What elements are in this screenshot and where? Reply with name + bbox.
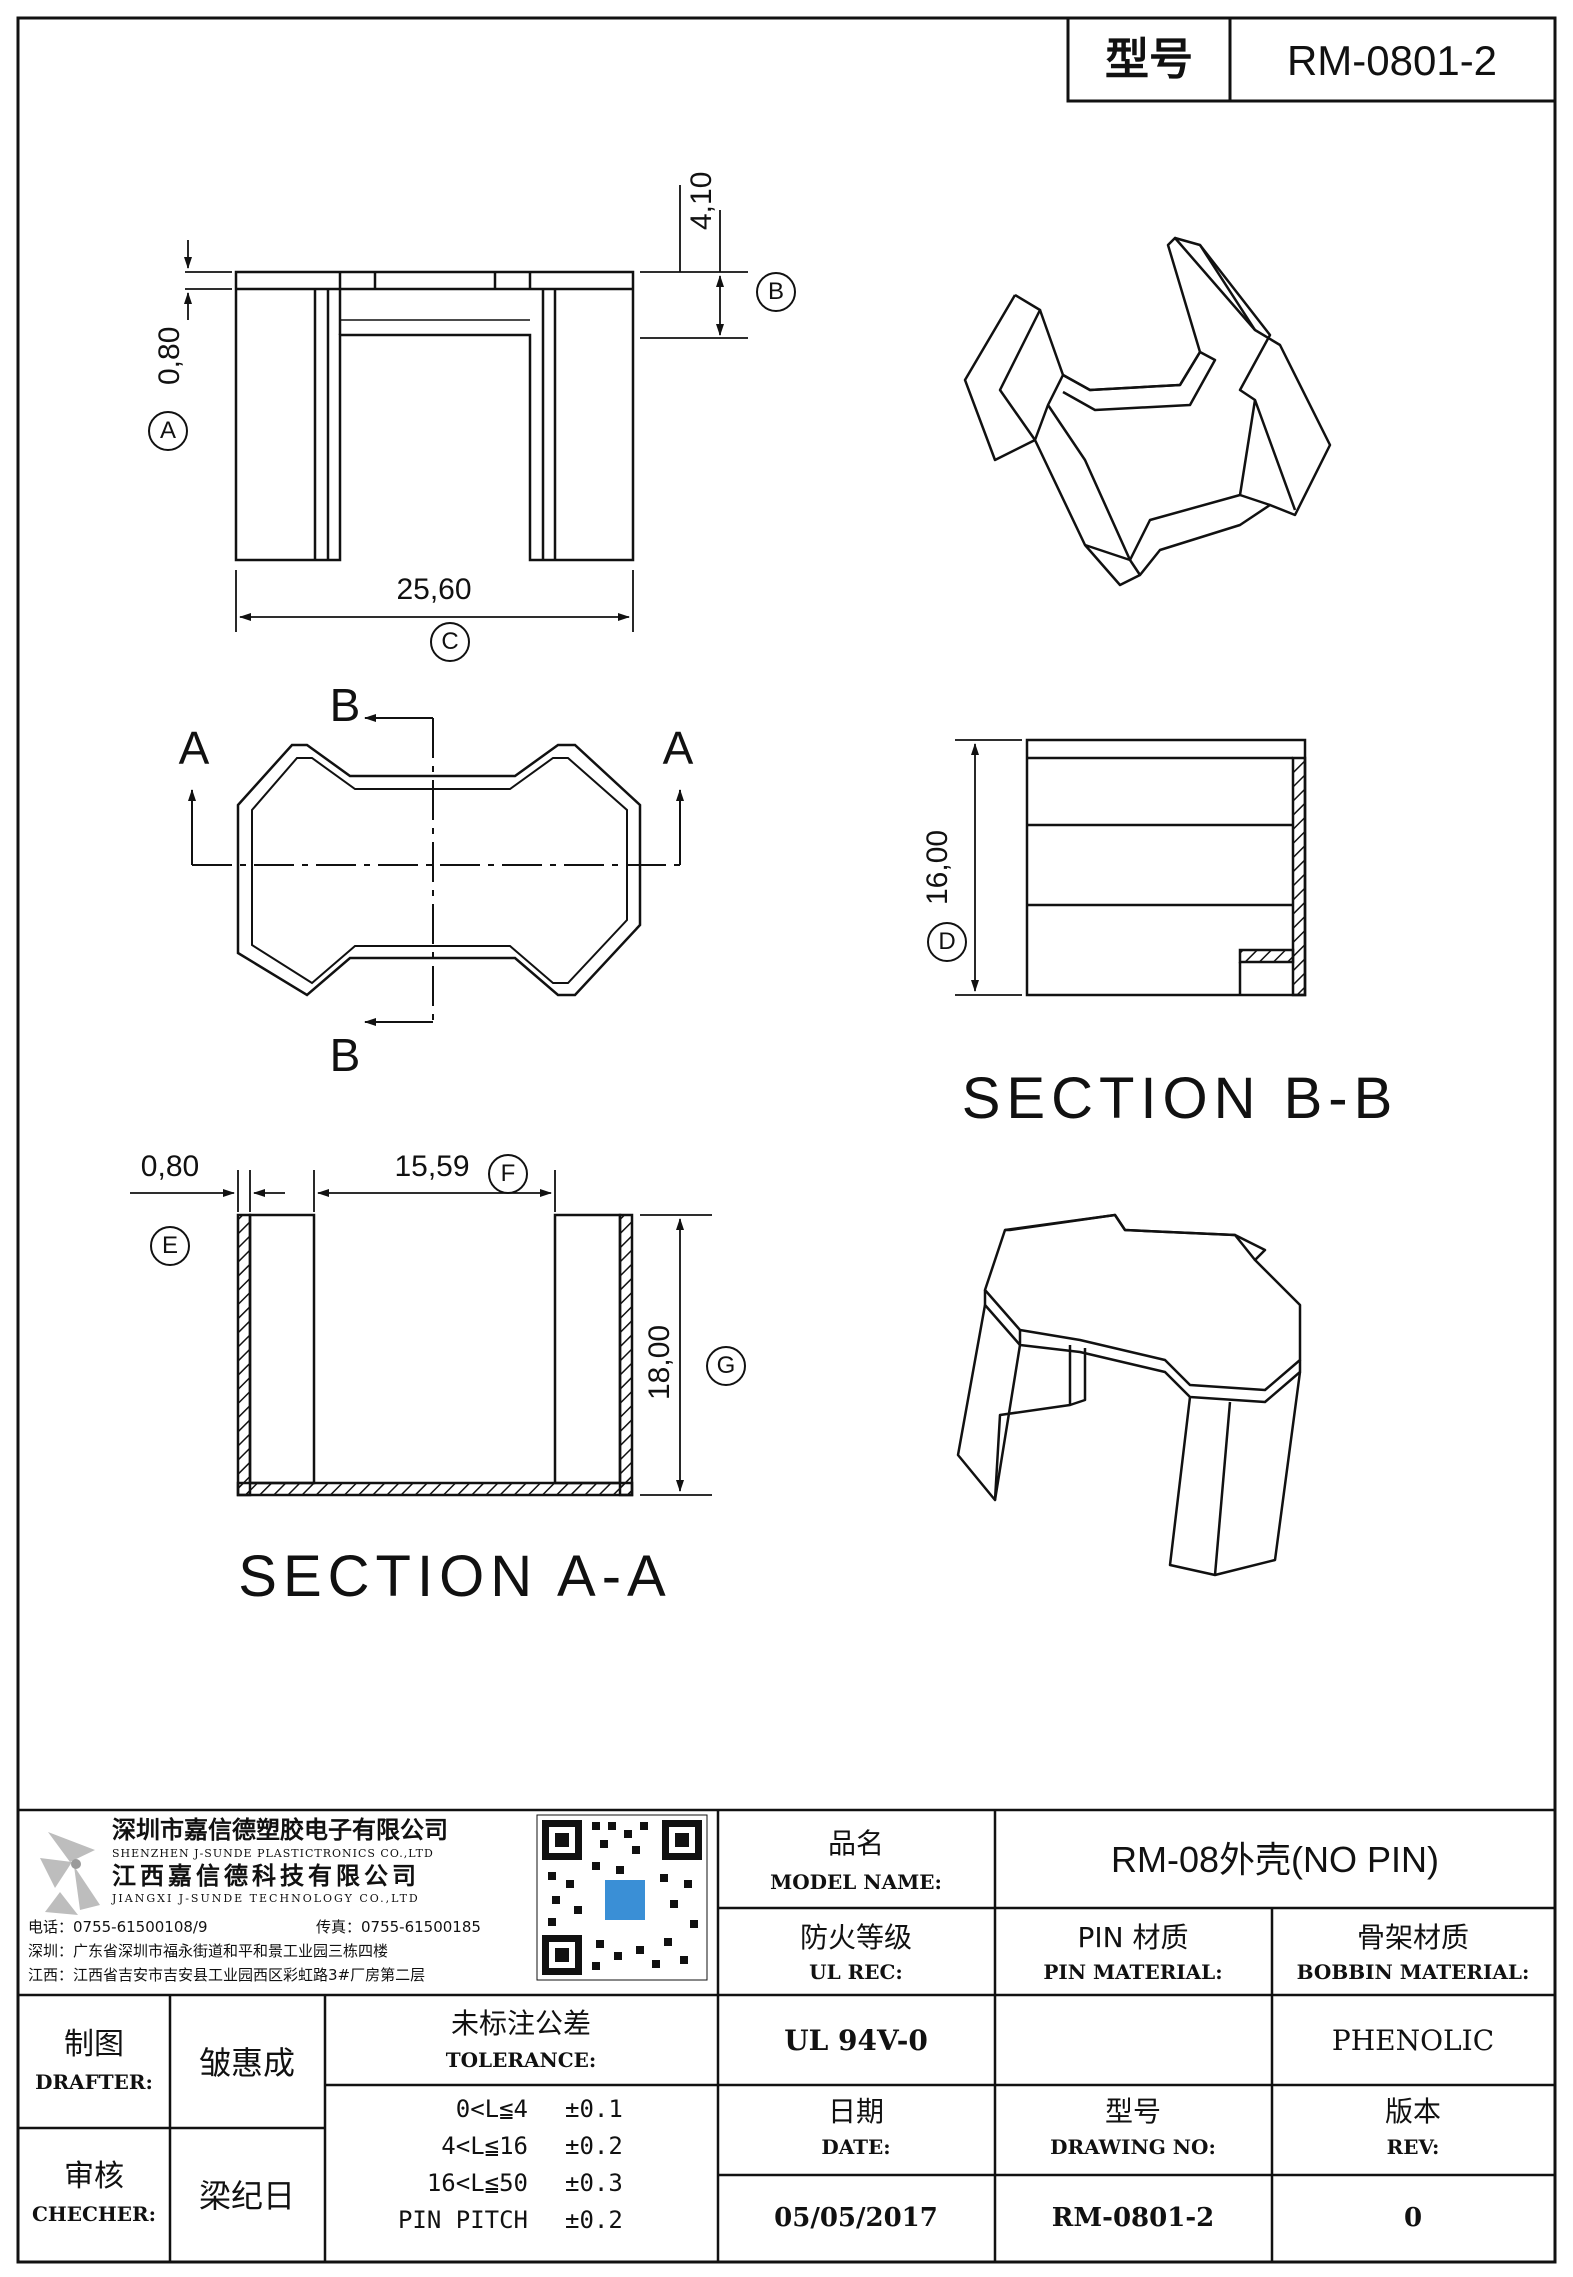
company-phone: 电话：0755-61500108/9 [28,1918,208,1936]
iso-view-1 [963,236,1332,587]
drafter-label-en: DRAFTER: [35,2070,153,2094]
qr-code [536,1814,708,1981]
bobbin-material-label-cn: 骨架材质 [1356,1921,1470,1954]
rev-label-cn: 版本 [1384,2095,1442,2128]
date-value: 05/05/2017 [774,2203,938,2233]
bobbin-material-value: PHENOLIC [1331,2024,1495,2057]
rev-label-en: REV: [1386,2135,1440,2159]
section-bb-title: SECTION B-B [961,1066,1399,1131]
fire-rating-label-cn: 防火等级 [799,1921,913,1954]
company-fax: 传真：0755-61500185 [316,1918,481,1936]
title-block-grid [18,1808,1555,2262]
drawing-no-label-cn: 型号 [1104,2095,1162,2128]
pin-material-label-en: PIN MATERIAL: [1043,1960,1223,1984]
cut-label-a-right: A [662,722,694,774]
section-bb [1025,738,1307,997]
top-view [236,743,642,997]
fire-rating-label-en: UL REC: [809,1960,903,1984]
header-model-value: RM-0801-2 [1286,37,1498,84]
tolerance-value: ±0.2 [565,2206,623,2234]
date-label-en: DATE: [821,2135,891,2159]
marker-a: A [148,411,188,451]
tolerance-label-cn: 未标注公差 [450,2007,592,2040]
pin-material-label-cn: PIN 材质 [1077,1921,1189,1954]
marker-c: C [430,622,470,662]
drawing-no-value: RM-0801-2 [1051,2203,1215,2233]
cut-label-b-bottom: B [329,1029,361,1081]
checker-name: 梁纪日 [198,2177,296,2215]
company-logo [40,1832,100,1915]
dim-inner: 15,59 [394,1150,470,1183]
product-name-label-cn: 品名 [827,1827,885,1860]
company-address-sz: 深圳：广东省深圳市福永街道和平和景工业园三栋四楼 [28,1942,389,1960]
company-name-sz: 深圳市嘉信德塑胶电子有限公司 [112,1816,448,1844]
iso-view-2 [956,1213,1302,1577]
cut-label-a-left: A [178,722,210,774]
bobbin-material-label-en: BOBBIN MATERIAL: [1296,1960,1530,1984]
marker-f: F [488,1154,528,1194]
date-label-cn: 日期 [827,2095,885,2128]
front-view-dims [184,185,748,632]
marker-e: E [150,1226,190,1266]
tolerance-value: ±0.3 [565,2169,623,2197]
marker-d: D [927,922,967,962]
tolerance-range: PIN PITCH [397,2206,528,2234]
tolerance-range: 16<L≦50 [426,2169,528,2197]
tolerance-value: ±0.2 [565,2132,623,2160]
checker-label-cn: 审核 [64,2159,124,2194]
dim-wall-aa: 0,80 [140,1150,200,1183]
product-name-label-en: MODEL NAME: [770,1870,942,1894]
checker-label-en: CHECHER: [31,2202,157,2226]
top-view-section-lines [188,714,684,1026]
tolerance-label-en: TOLERANCE: [445,2048,597,2072]
header-box [1066,16,1557,103]
header-model-label: 型号 [1105,34,1193,85]
dim-top-height: 4,10 [685,171,718,230]
company-name-jx-en: JIANGXI J-SUNDE TECHNOLOGY CO.,LTD [112,1892,420,1905]
tolerance-value: ±0.1 [565,2095,623,2123]
front-view [234,270,635,562]
drafter-label-cn: 制图 [64,2027,124,2062]
company-name-sz-en: SHENZHEN J-SUNDE PLASTICTRONICS CO.,LTD [112,1847,434,1860]
marker-b: B [756,272,796,312]
section-aa [236,1213,634,1497]
rev-value: 0 [1403,2203,1423,2233]
section-aa-title: SECTION A-A [238,1544,672,1609]
product-name-value: RM-08外壳(NO PIN) [1110,1839,1440,1880]
fire-rating-value: UL 94V-0 [784,2024,928,2057]
drawing-no-label-en: DRAWING NO: [1050,2135,1216,2159]
cut-label-b-top: B [329,679,361,731]
drafter-name: 皱惠成 [198,2044,296,2082]
dim-depth: 16,00 [921,829,954,905]
company-address-jx: 江西：江西省吉安市吉安县工业园西区彩虹路3#厂房第二层 [28,1966,426,1984]
dim-width: 25,60 [396,573,472,606]
marker-g: G [706,1346,746,1386]
dim-wall: 0,80 [153,326,186,385]
company-name-jx: 江西嘉信德科技有限公司 [112,1862,420,1890]
sheet-border [16,16,1557,2264]
section-bb-dims [955,739,1022,996]
tolerance-range: 4<L≦16 [441,2132,528,2160]
tolerance-range: 0<L≦4 [455,2095,528,2123]
dim-height-aa: 18,00 [643,1324,676,1400]
